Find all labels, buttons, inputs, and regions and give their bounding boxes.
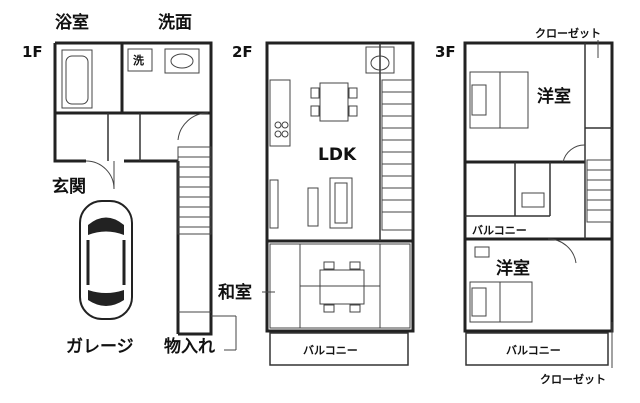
floor-2-balcony — [269, 332, 409, 366]
hall-door-swing-3f — [562, 144, 586, 163]
low-table — [307, 187, 319, 227]
floor-3-outer-wall — [463, 41, 614, 333]
japanese-room-label: 和室 — [218, 282, 252, 303]
toilet-icon — [365, 46, 395, 74]
sofa — [329, 177, 353, 229]
entrance-label: 玄関 — [52, 176, 86, 197]
floor-1-outer-wall — [53, 41, 213, 336]
tatami-mats — [269, 243, 411, 329]
floor-2: 2F — [218, 41, 415, 366]
washing-machine: 洗 — [127, 48, 153, 72]
floor-2-stairs — [381, 79, 413, 231]
floor-1: 1F 洗 — [22, 12, 237, 357]
floor-1-label: 1F — [22, 43, 43, 61]
closet-bottom-label: クローゼット — [540, 372, 606, 386]
washstand-icon — [521, 192, 545, 208]
desk-icon — [474, 246, 490, 258]
bathtub — [61, 49, 93, 109]
floor-3-stairs — [586, 159, 612, 223]
garage-label: ガレージ — [66, 337, 134, 357]
inner-balcony-label: バルコニー — [472, 224, 527, 237]
floor-2-balcony-label: バルコニー — [303, 344, 358, 357]
room-door-swing-3f — [547, 238, 577, 264]
closet-top-label: クローゼット — [535, 26, 601, 40]
floor-3-label: 3F — [435, 43, 456, 61]
floor-1-stairs — [177, 146, 212, 235]
entrance-door-swing — [85, 160, 115, 190]
tv-board — [269, 179, 279, 229]
washbasin — [164, 48, 200, 74]
floor-3: 3F — [435, 26, 614, 386]
low-dining-table — [319, 261, 365, 313]
floor-3-balcony-label: バルコニー — [506, 344, 561, 357]
washroom-label: 洗面 — [158, 12, 192, 33]
dining-table — [310, 82, 358, 122]
western-room-top-label: 洋室 — [537, 86, 571, 107]
bed-top — [469, 71, 529, 129]
bath-label: 浴室 — [55, 12, 89, 33]
kitchen-counter — [269, 79, 291, 147]
floor-2-label: 2F — [232, 43, 253, 61]
storage-label: 物入れ — [164, 336, 215, 357]
floor-2-outer-wall — [265, 41, 415, 333]
ldk-label: LDK — [318, 145, 357, 165]
car-icon — [79, 200, 133, 320]
floor-3-balcony — [465, 332, 609, 366]
western-room-bottom-label: 洋室 — [496, 258, 530, 279]
hall-door-swing — [177, 112, 209, 141]
bed-bottom — [469, 281, 533, 323]
washing-machine-label: 洗 — [133, 53, 144, 67]
